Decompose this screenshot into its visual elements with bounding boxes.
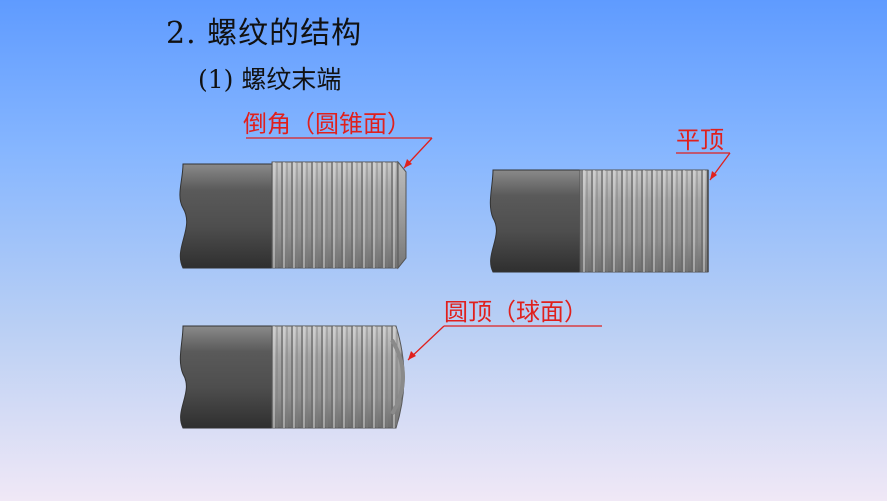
round-arrowhead [408, 351, 416, 360]
annotation-leaders [246, 137, 731, 361]
chamfer-arrowhead [404, 159, 412, 168]
bolt-round-end [179, 325, 405, 429]
slide-title: 2. 螺纹的结构 [166, 16, 363, 51]
round-top-label: 圆顶（球面） [444, 298, 588, 326]
bolt-chamfered-end [179, 160, 407, 270]
section-subtitle: (1) 螺纹末端 [198, 65, 342, 94]
chamfer-label: 倒角（圆锥面） [243, 110, 411, 138]
flat-arrowhead [710, 171, 717, 180]
flat-top-label: 平顶 [676, 126, 724, 154]
bolt-flat-end [489, 169, 709, 273]
